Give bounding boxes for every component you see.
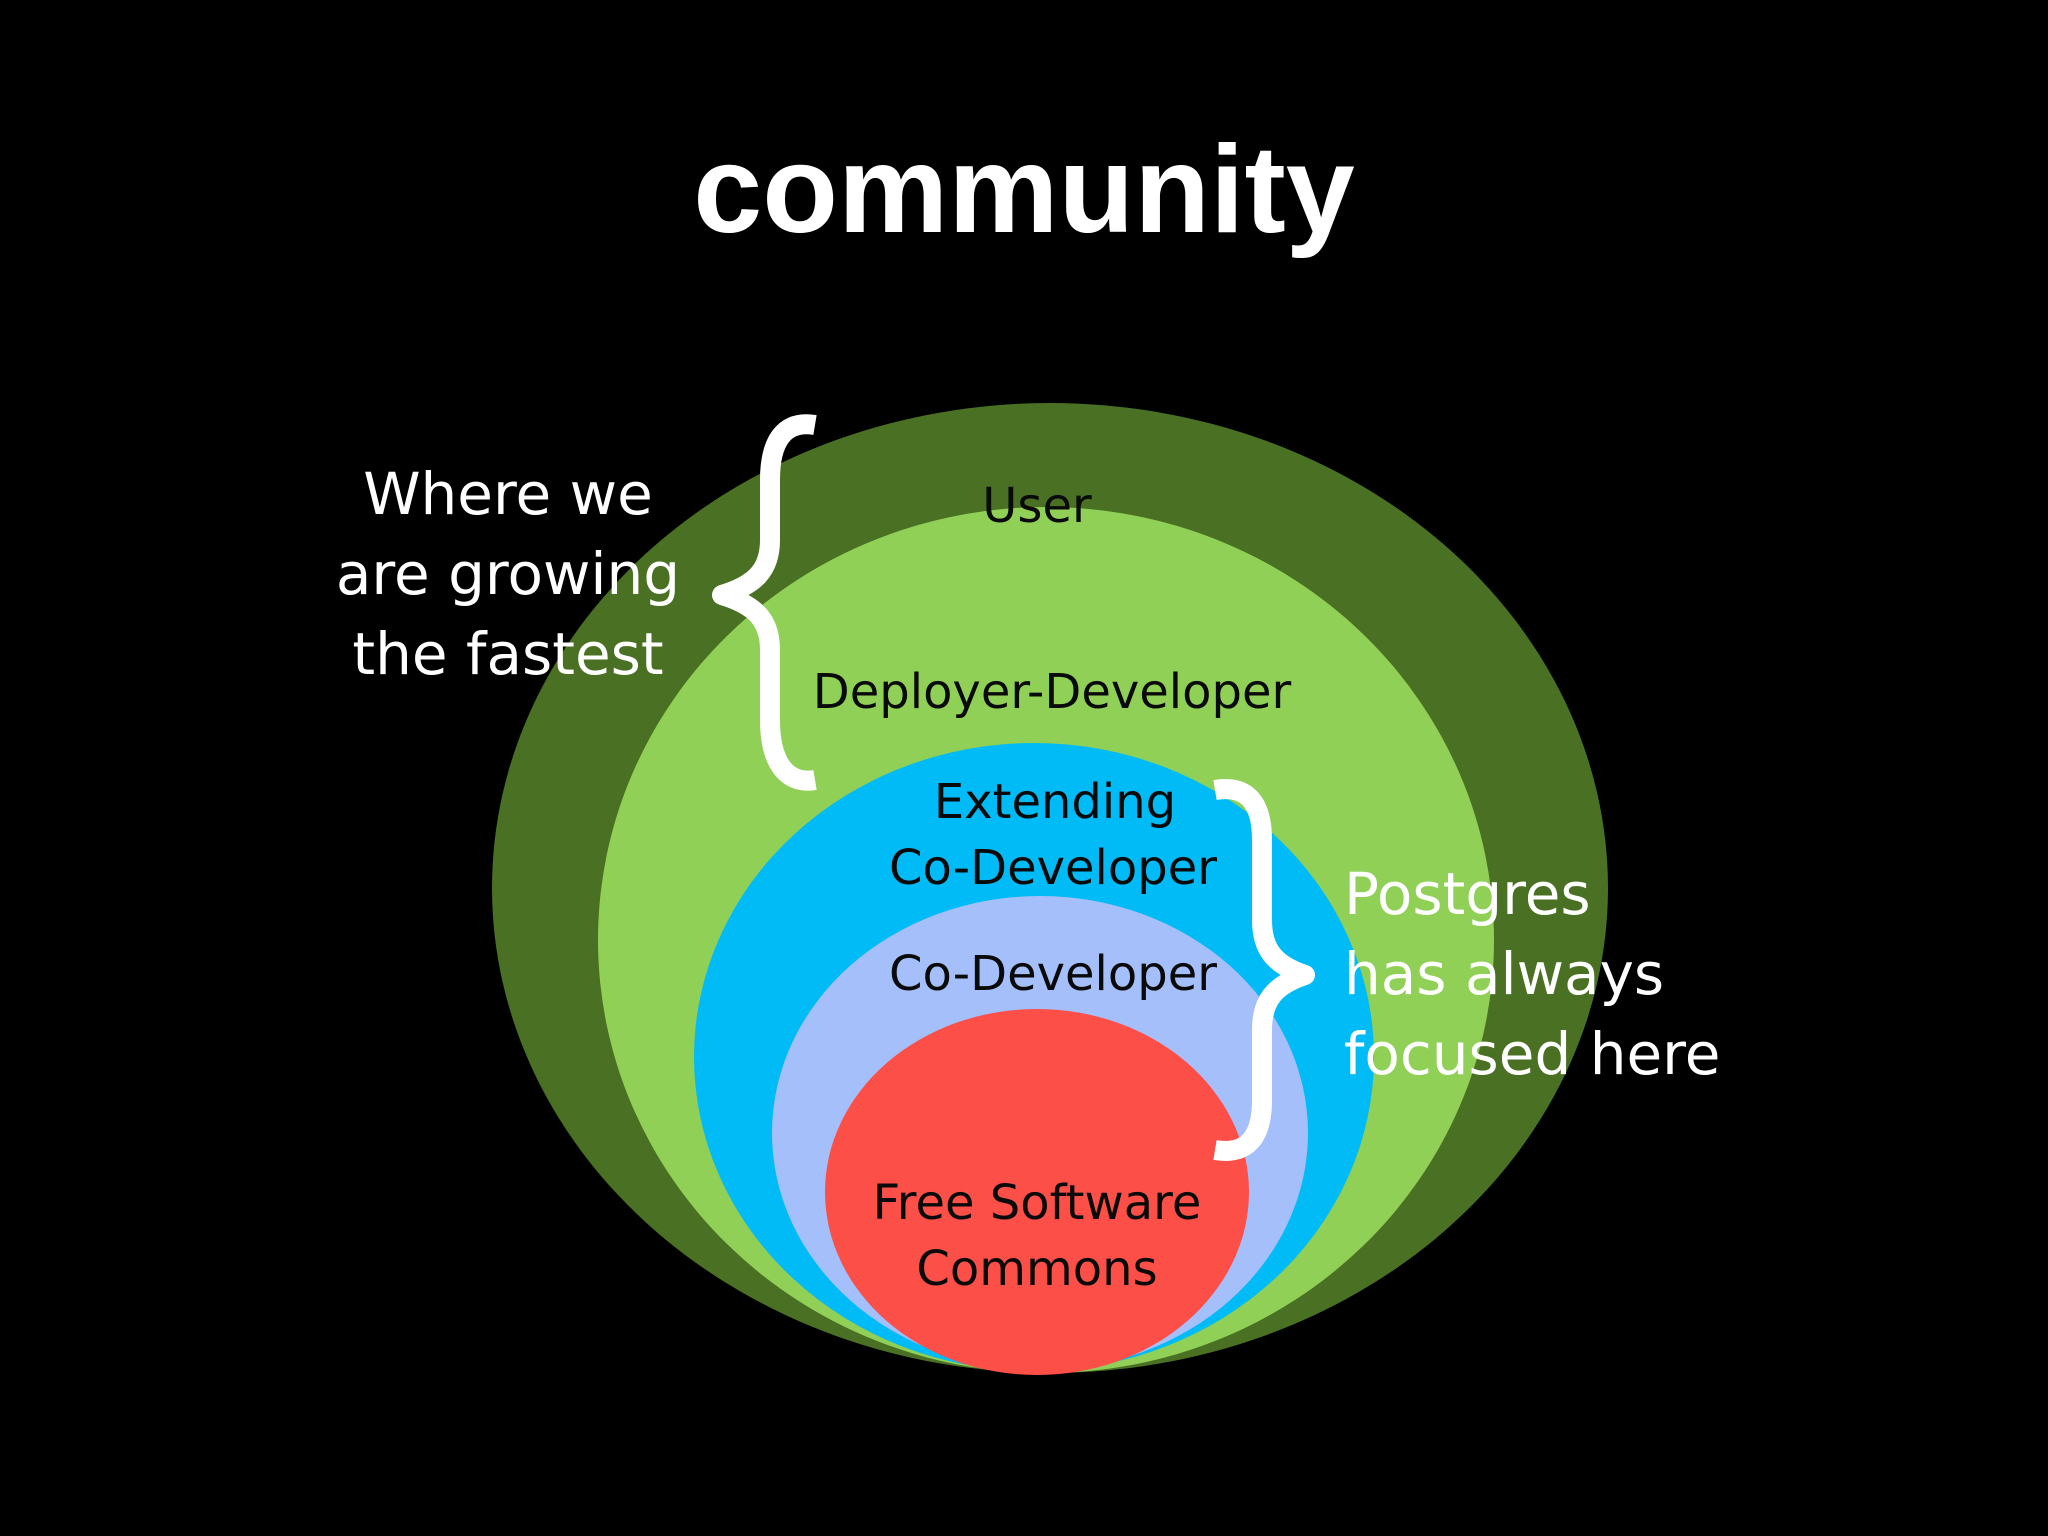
ring-label-commons: Commons [916,1241,1157,1297]
ring-label-co-developer: Co-Developer [889,946,1217,1002]
ring-label-co-developer-extending: Co-Developer [889,840,1217,896]
left-annotation-line-3: the fastest [352,620,663,688]
ring-label-user: User [982,478,1092,534]
left-annotation-line-2: are growing [336,540,680,608]
right-annotation-line-1: Postgres [1344,860,1591,928]
left-curly-brace [712,414,817,791]
right-curly-brace [1213,779,1315,1161]
right-annotation-line-3: focused here [1344,1020,1720,1088]
ring-label-deployer-developer: Deployer-Developer [813,664,1292,720]
slide-title: community [693,121,1355,259]
ring-free-software-commons [825,1009,1249,1375]
ring-label-extending: Extending [934,774,1176,830]
right-annotation-line-2: has always [1344,940,1664,1008]
left-annotation-line-1: Where we [363,460,653,528]
ring-label-free-software: Free Software [873,1175,1202,1231]
